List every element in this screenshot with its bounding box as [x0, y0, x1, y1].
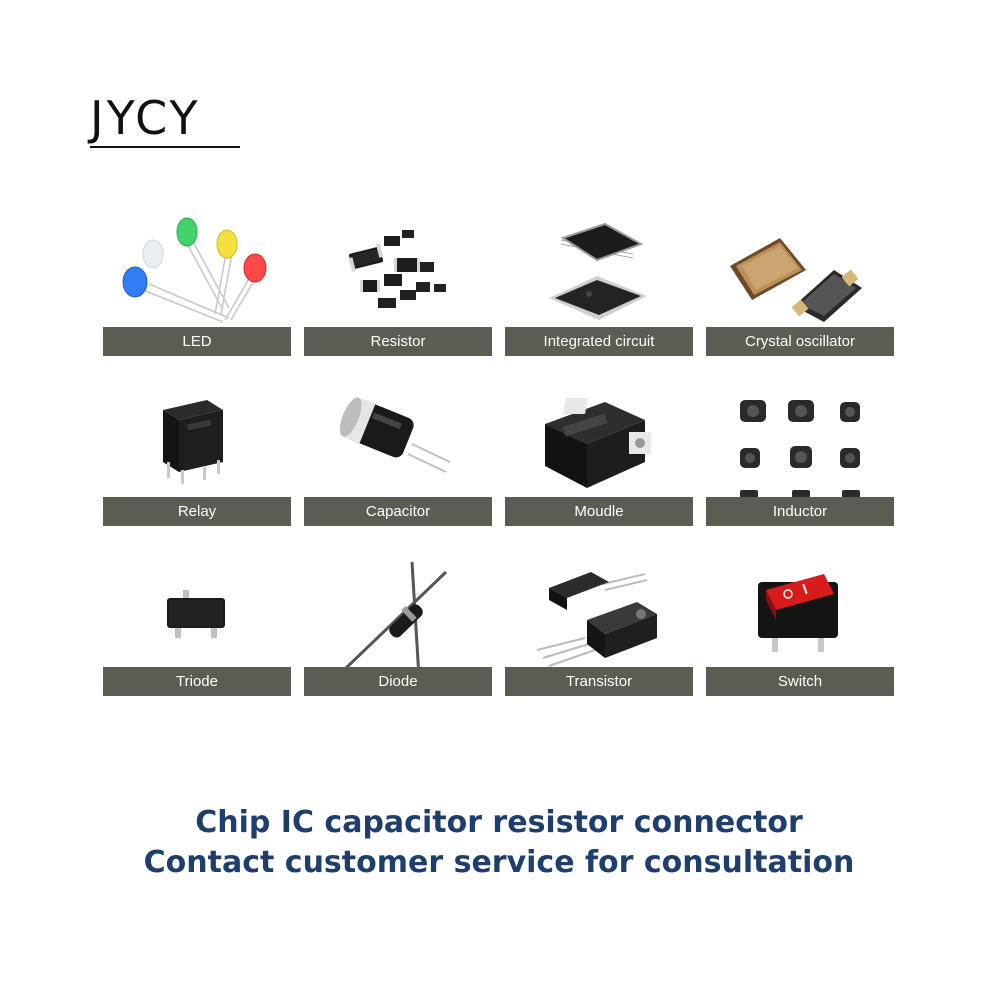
logo-underline: [90, 146, 240, 148]
product-label: LED: [103, 327, 291, 356]
logo-text: JYCY: [90, 91, 201, 145]
product-grid: LED Res: [103, 210, 894, 700]
capacitor-icon: [339, 397, 451, 473]
triode-icon: [167, 590, 225, 638]
product-label: Capacitor: [304, 497, 492, 526]
product-tile-resistor[interactable]: Resistor: [304, 210, 492, 356]
product-tile-switch[interactable]: Switch: [706, 550, 894, 696]
product-label: Switch: [706, 667, 894, 696]
tagline-line-2: Contact customer service for consultatio…: [143, 845, 855, 880]
product-tile-module[interactable]: Moudle: [505, 380, 693, 526]
product-tile-diode[interactable]: Diode: [304, 550, 492, 696]
diode-icon: [344, 561, 448, 668]
switch-icon: [758, 574, 838, 652]
product-label: Transistor: [505, 667, 693, 696]
product-label: Moudle: [505, 497, 693, 526]
product-tile-led[interactable]: LED: [103, 210, 291, 356]
product-tile-inductor[interactable]: Inductor: [706, 380, 894, 526]
product-tile-transistor[interactable]: Transistor: [505, 550, 693, 696]
product-tile-integrated-circuit[interactable]: Integrated circuit: [505, 210, 693, 356]
inductor-icon: [740, 400, 860, 498]
crystal-oscillator-icon: [730, 238, 862, 322]
relay-icon: [163, 400, 223, 484]
resistor-icon: [348, 230, 446, 308]
module-icon: [545, 398, 651, 488]
product-tile-triode[interactable]: Triode: [103, 550, 291, 696]
product-tile-capacitor[interactable]: Capacitor: [304, 380, 492, 526]
product-label: Integrated circuit: [505, 327, 693, 356]
product-tile-crystal-oscillator[interactable]: Crystal oscillator: [706, 210, 894, 356]
product-label: Triode: [103, 667, 291, 696]
product-label: Crystal oscillator: [706, 327, 894, 356]
led-icon: [122, 217, 267, 323]
tagline-line-1: Chip IC capacitor resistor connector: [195, 805, 803, 840]
product-label: Relay: [103, 497, 291, 526]
product-tile-relay[interactable]: Relay: [103, 380, 291, 526]
product-label: Inductor: [706, 497, 894, 526]
product-label: Resistor: [304, 327, 492, 356]
product-label: Diode: [304, 667, 492, 696]
transistor-icon: [536, 572, 657, 667]
integrated-circuit-icon: [549, 222, 647, 320]
